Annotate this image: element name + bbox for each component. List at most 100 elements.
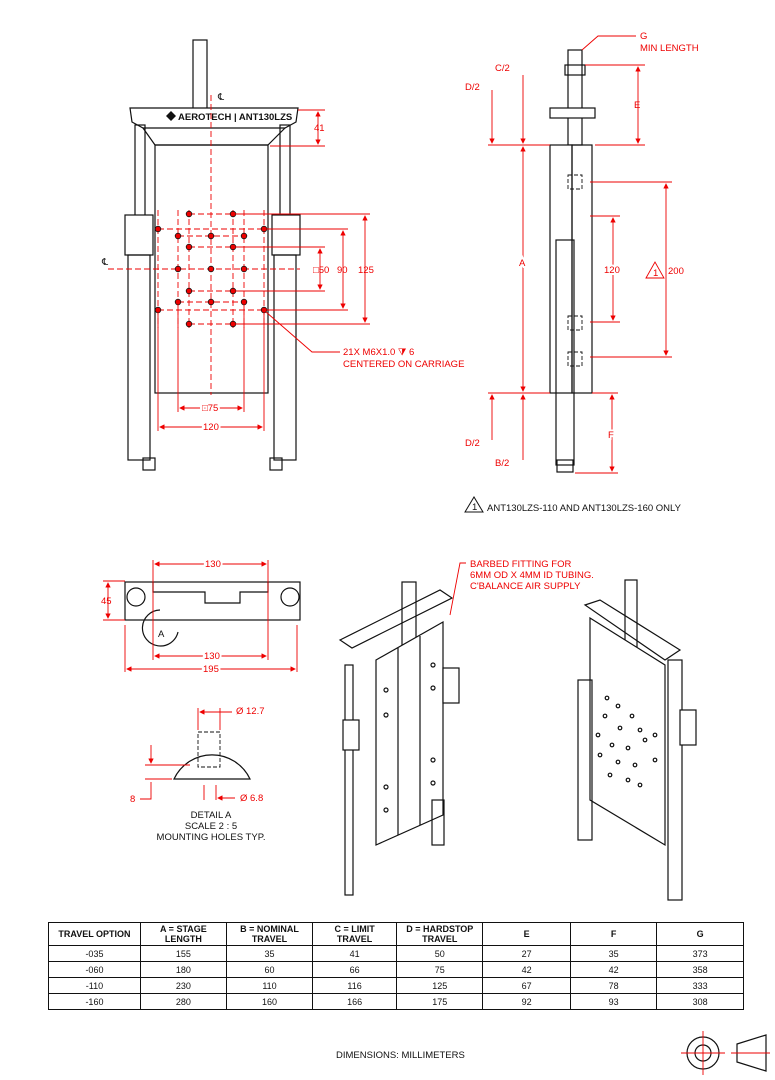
- column-header-line: TRAVEL OPTION: [58, 929, 131, 939]
- left-guide-rod: [134, 124, 146, 231]
- dim-depth-8: 8: [130, 794, 135, 805]
- side-rod: [567, 49, 583, 146]
- mounting-hole-grid: [154, 210, 268, 328]
- left-cylinder: [127, 254, 151, 461]
- dim-b2: B/2: [495, 458, 509, 469]
- table-cell: 358: [656, 961, 744, 978]
- mounting-hole: [185, 320, 193, 328]
- side-base: [571, 144, 593, 394]
- rear-hole: [595, 732, 601, 738]
- right-cylinder: [273, 254, 297, 461]
- table-cell: 75: [396, 961, 484, 978]
- column-header-line: C = LIMIT: [334, 924, 375, 934]
- mounting-hole: [185, 243, 193, 251]
- mounting-hole: [174, 265, 182, 273]
- rear-hole-pattern: [595, 695, 658, 788]
- flag-note: 1 ANT130LZS-110 AND ANT130LZS-160 ONLY: [464, 496, 682, 514]
- column-header-line: TRAVEL: [422, 934, 458, 944]
- column-header-line: G: [696, 929, 704, 939]
- detail-scale: SCALE 2 : 5: [185, 821, 237, 832]
- column-header: TRAVEL OPTION: [48, 922, 141, 946]
- rear-hole: [652, 732, 658, 738]
- dim-c2-top: C/2: [495, 63, 510, 74]
- rear-hole: [637, 782, 643, 788]
- mounting-hole: [185, 210, 193, 218]
- column-header: E: [482, 922, 571, 946]
- table-cell: -110: [48, 977, 141, 994]
- table-cell: 41: [312, 945, 398, 962]
- dim-sq50: □50: [313, 265, 329, 276]
- column-header-line: TRAVEL: [336, 934, 373, 944]
- column-header: G: [656, 922, 744, 946]
- centerline-label-vertical: ℄: [217, 92, 225, 103]
- rear-hole: [615, 703, 621, 709]
- isometric-view-front: BARBED FITTING FOR 6MM OD X 4MM ID TUBIN…: [338, 559, 594, 896]
- table-cell: 66: [312, 961, 398, 978]
- table-cell: 373: [656, 945, 744, 962]
- dim-g-min-length: MIN LENGTH: [640, 43, 699, 54]
- flag-number: 1: [653, 268, 658, 279]
- table-cell: -160: [48, 993, 141, 1010]
- left-bracket: [124, 214, 154, 256]
- column-header-line: D = HARDSTOP: [406, 924, 474, 934]
- rear-hole: [607, 772, 613, 778]
- dim-dia-12-7: Ø 12.7: [236, 706, 265, 717]
- table-cell: 92: [482, 993, 571, 1010]
- table-cell: 230: [139, 977, 227, 994]
- mounting-hole: [240, 265, 248, 273]
- hole-note-line1: 21X M6X1.0 ⧩ 6: [343, 347, 414, 358]
- dim-195: 195: [203, 664, 219, 675]
- rear-hole: [625, 777, 631, 783]
- flag-note-text: ANT130LZS-110 AND ANT130LZS-160 ONLY: [487, 503, 682, 514]
- fitting-note-line1: BARBED FITTING FOR: [470, 559, 571, 570]
- table-cell: 280: [139, 993, 227, 1010]
- dim-125: 125: [358, 265, 374, 276]
- mounting-hole: [207, 298, 215, 306]
- dim-sq75: □75: [202, 403, 218, 414]
- mounting-hole: [174, 232, 182, 240]
- rear-hole: [604, 695, 610, 701]
- table-cell: 166: [312, 993, 398, 1010]
- dim-e: E: [634, 100, 640, 111]
- mounting-hole: [240, 232, 248, 240]
- table-cell: 42: [569, 961, 658, 978]
- table-cell: 27: [482, 945, 571, 962]
- column-header-line: TRAVEL: [251, 934, 288, 944]
- table-cell: -060: [48, 961, 141, 978]
- table-cell: 42: [482, 961, 571, 978]
- detail-a: Ø 12.7 8 Ø 6.8 DETAIL A SCALE 2 : 5 MOUN…: [130, 706, 265, 843]
- centerline-label-horizontal: ℄: [101, 257, 109, 268]
- dim-130-top: 130: [205, 559, 221, 570]
- units-note: DIMENSIONS: MILLIMETERS: [336, 1050, 465, 1061]
- dim-41: 41: [314, 123, 325, 134]
- table-cell: 35: [569, 945, 658, 962]
- rear-hole: [609, 742, 615, 748]
- mounting-hole: [207, 232, 215, 240]
- fitting-note-line2: 6MM OD X 4MM ID TUBING.: [470, 570, 594, 581]
- logo-text: AEROTECH | ANT130LZS: [178, 112, 292, 123]
- table-cell: 180: [139, 961, 227, 978]
- table-cell: 67: [482, 977, 571, 994]
- rear-hole: [632, 762, 638, 768]
- side-view: G MIN LENGTH E C/2 D/2 A 120 1 200 D/2 B…: [465, 31, 699, 474]
- table-cell: 160: [225, 993, 314, 1010]
- dim-dia-6-8: Ø 6.8: [240, 793, 263, 804]
- actuator-rod: [192, 39, 208, 111]
- revision-flag-icon: [645, 261, 665, 279]
- table-cell: 116: [312, 977, 398, 994]
- dim-130-bottom: 130: [204, 651, 220, 662]
- column-header: F: [569, 922, 658, 946]
- rear-hole: [625, 745, 631, 751]
- dim-45: 45: [101, 596, 112, 607]
- dim-d2-top: D/2: [465, 82, 480, 93]
- column-header-line: B = NOMINAL: [240, 924, 299, 934]
